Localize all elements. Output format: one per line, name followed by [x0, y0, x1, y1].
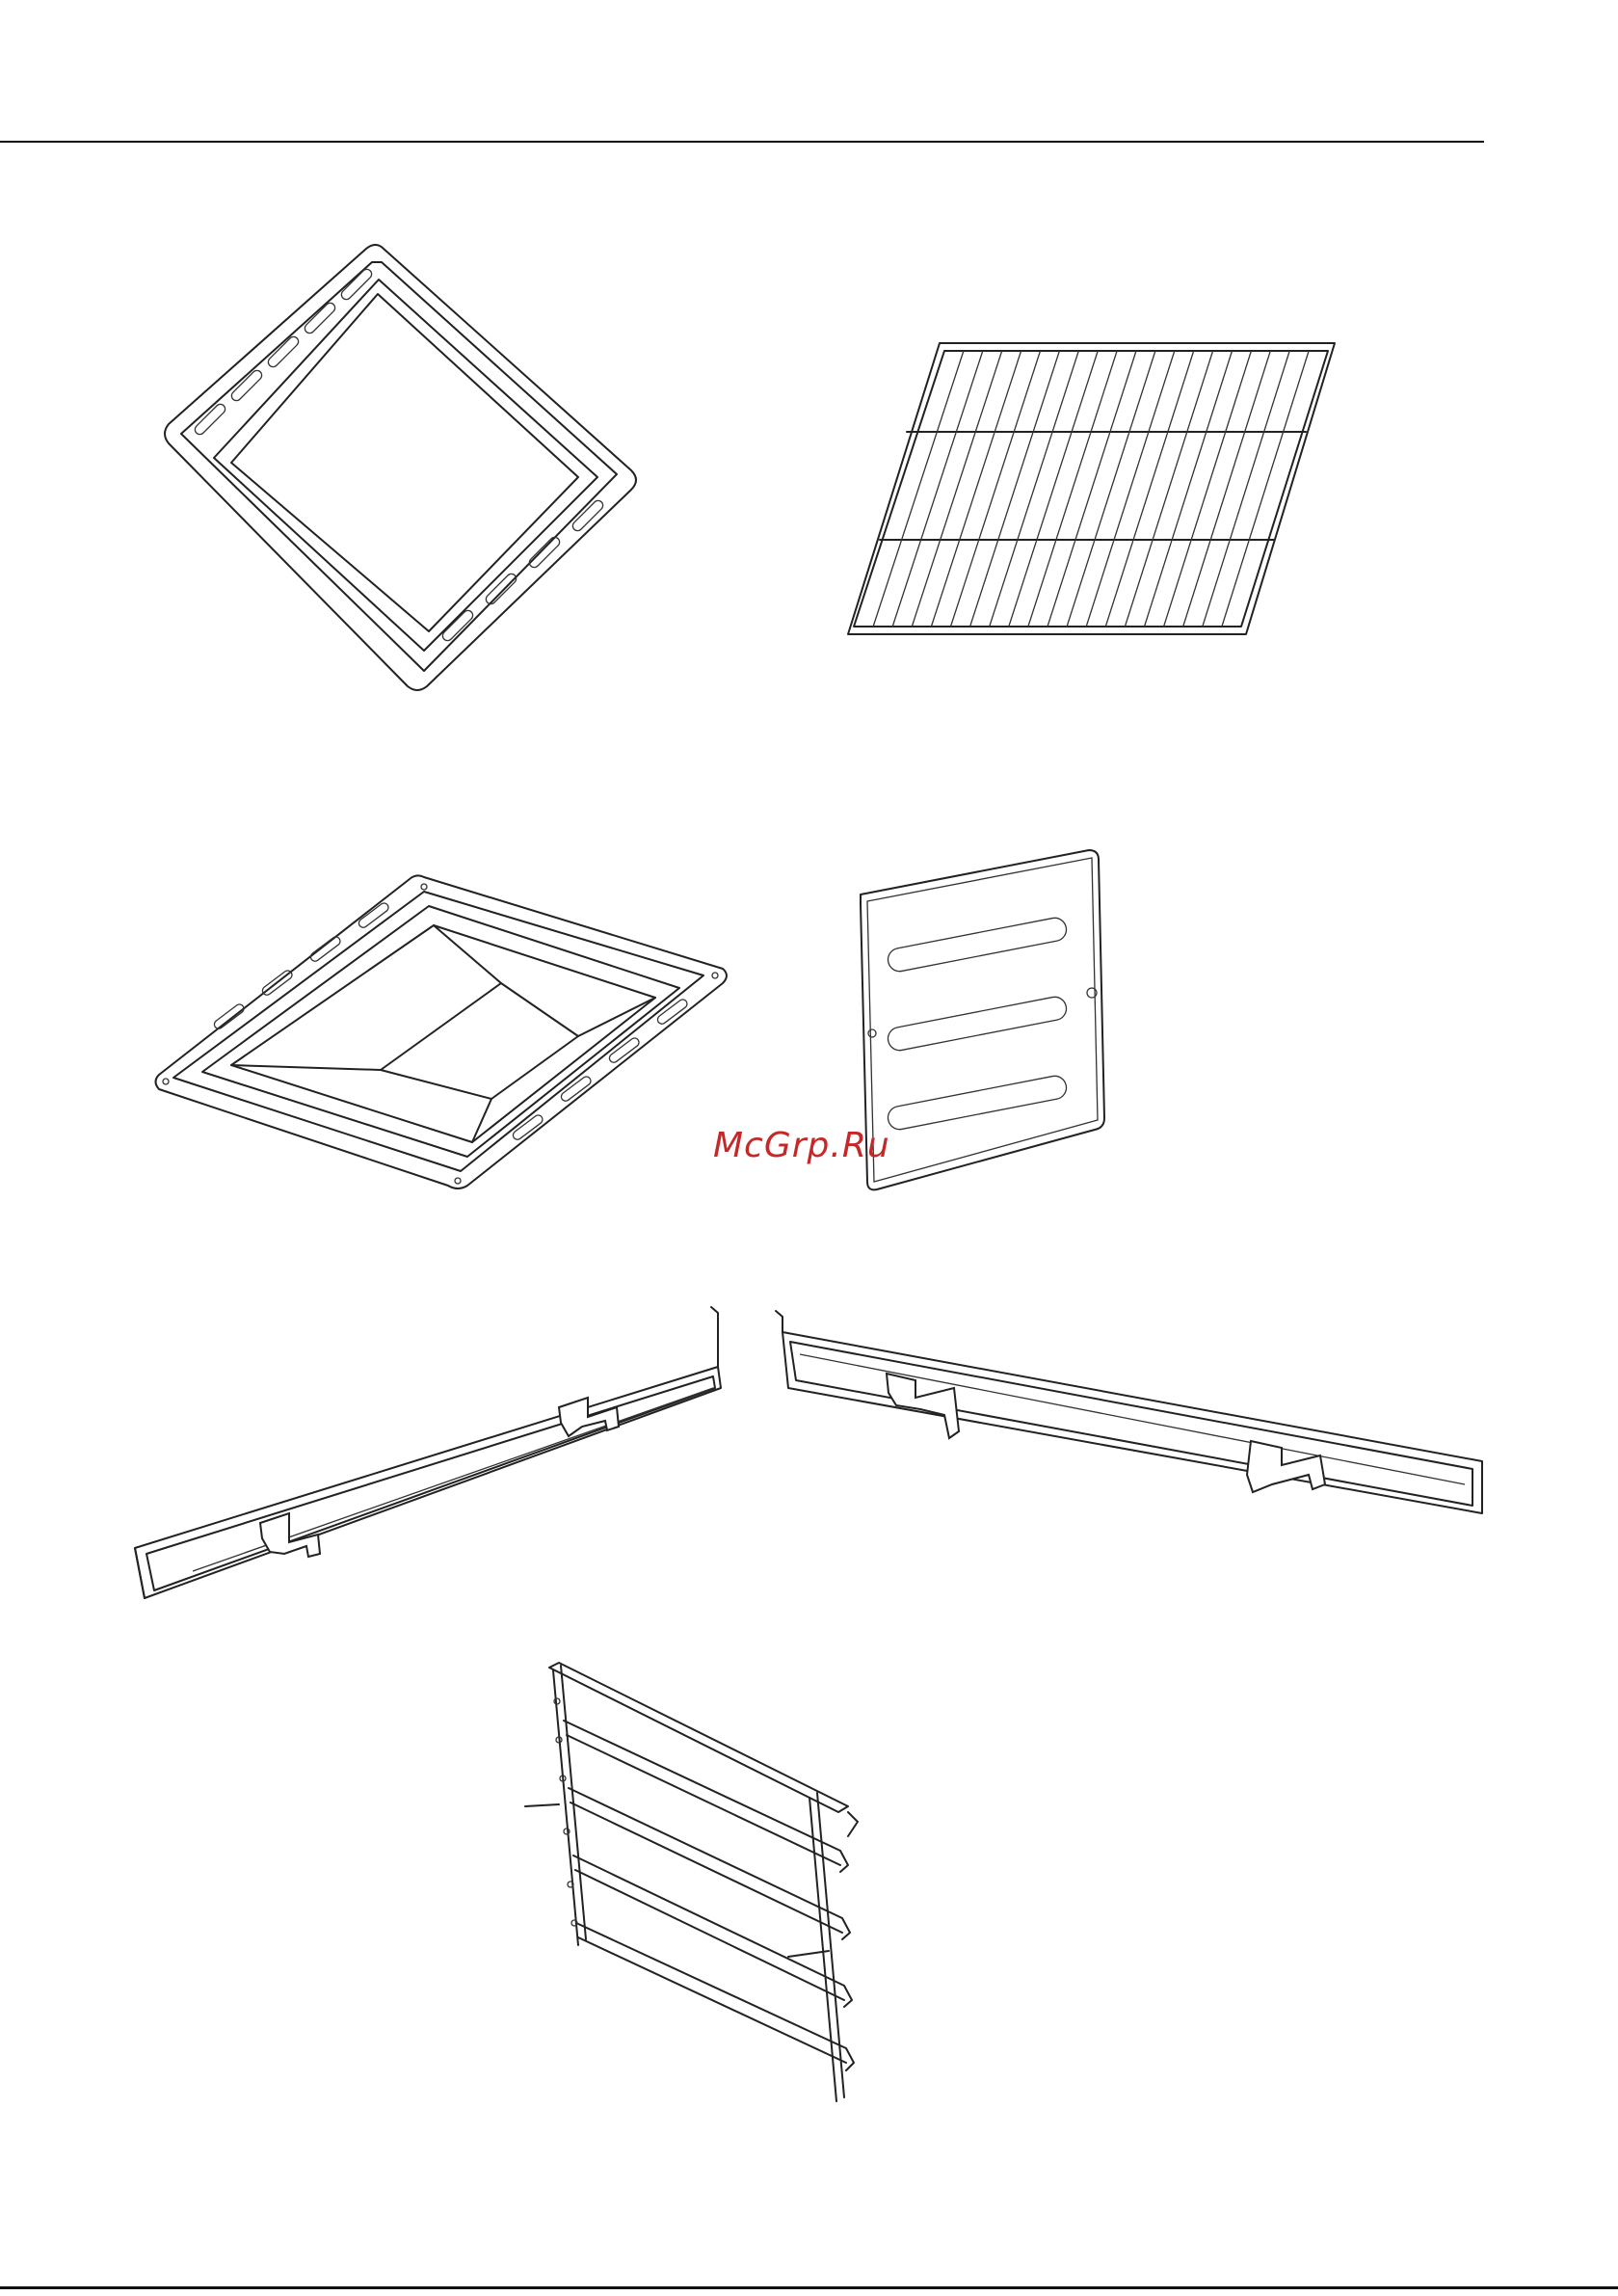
- rack-rod: [1067, 351, 1155, 627]
- rack-rod: [1145, 351, 1233, 627]
- rack-rod: [873, 351, 964, 627]
- right-rail-icon: [776, 1311, 1482, 1513]
- rack-rod: [1105, 351, 1193, 627]
- rack-rod: [892, 351, 983, 627]
- rack-rod: [1164, 351, 1252, 627]
- rack-rod: [970, 351, 1060, 627]
- rack-rod: [1222, 351, 1309, 627]
- rack-rod: [1028, 351, 1117, 627]
- rack-rod: [912, 351, 1001, 627]
- rack-rod: [951, 351, 1041, 627]
- wire-rack-icon: [848, 343, 1335, 634]
- footer-rule: [0, 2286, 1618, 2289]
- rack-rod: [1183, 351, 1271, 627]
- watermark-text: McGrp.Ru: [713, 1126, 890, 1165]
- deep-tray-icon: [156, 875, 728, 1188]
- rack-rod: [1125, 351, 1212, 627]
- rack-rod: [1048, 351, 1136, 627]
- rack-rod: [990, 351, 1079, 627]
- shallow-tray-icon: [165, 245, 636, 690]
- rack-rod: [1203, 351, 1289, 627]
- left-rail-icon: [135, 1307, 721, 1598]
- shelf-support-icon: [525, 1663, 858, 2101]
- rack-rod: [931, 351, 1021, 627]
- rack-rod: [1086, 351, 1175, 627]
- rack-rod: [1009, 351, 1098, 627]
- catalytic-panel-icon: [861, 850, 1104, 1189]
